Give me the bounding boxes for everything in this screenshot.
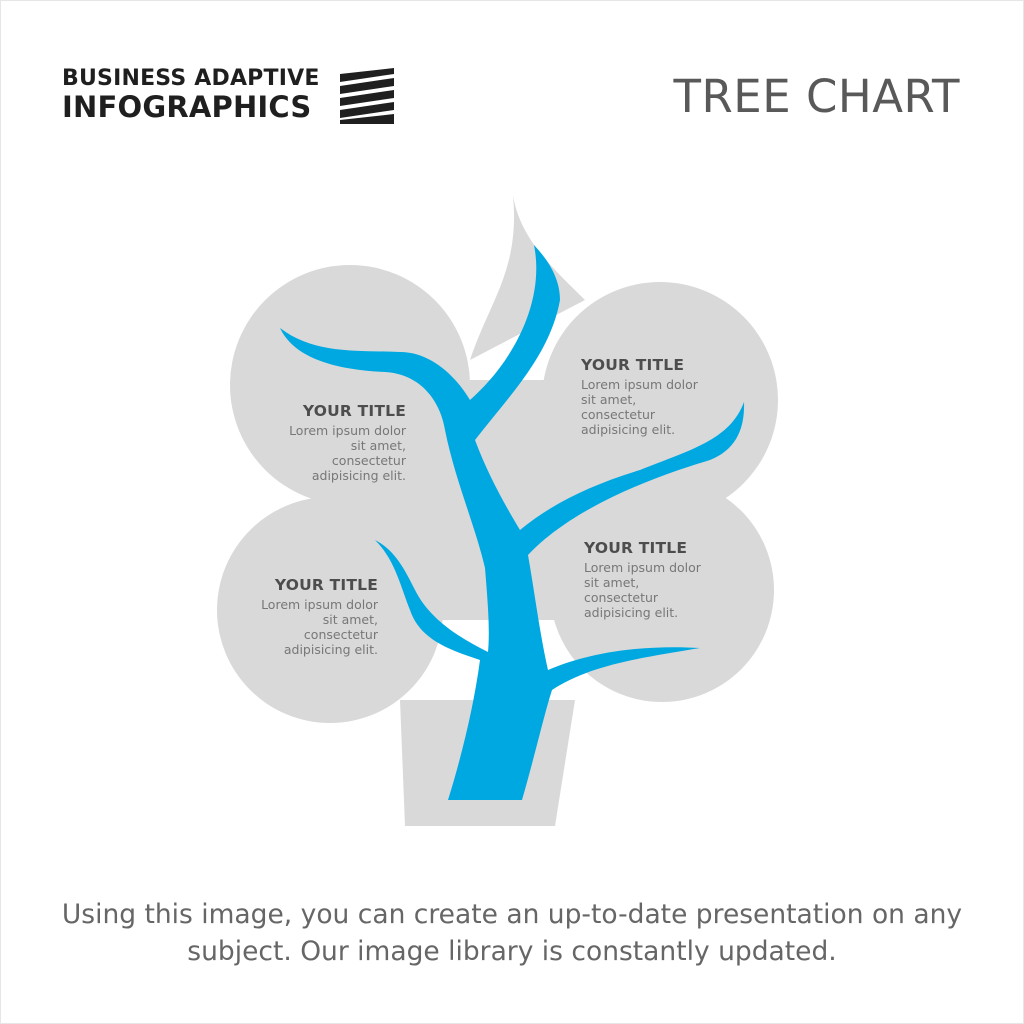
brand-line-2: INFOGRAPHICS xyxy=(62,90,312,124)
label-top-right: YOUR TITLE Lorem ipsum dolor sit amet, c… xyxy=(581,356,731,437)
brand-stripes-icon xyxy=(340,68,394,124)
label-top-left: YOUR TITLE Lorem ipsum dolor sit amet, c… xyxy=(256,402,406,483)
caption-text: Using this image, you can create an up-t… xyxy=(61,899,963,967)
label-body: Lorem ipsum dolor sit amet, consectetur … xyxy=(584,560,701,620)
page-title: TREE CHART xyxy=(673,70,960,123)
label-title: YOUR TITLE xyxy=(581,356,685,374)
label-body: Lorem ipsum dolor sit amet, consectetur … xyxy=(289,423,406,483)
label-body: Lorem ipsum dolor sit amet, consectetur … xyxy=(261,597,378,657)
brand-logo: BUSINESS ADAPTIVE INFOGRAPHICS xyxy=(62,66,402,128)
tree-trunk xyxy=(280,245,745,800)
label-title: YOUR TITLE xyxy=(274,576,378,594)
brand-line-1: BUSINESS ADAPTIVE xyxy=(62,66,320,91)
label-body: Lorem ipsum dolor sit amet, consectetur … xyxy=(581,377,698,437)
label-bottom-left: YOUR TITLE Lorem ipsum dolor sit amet, c… xyxy=(228,576,378,657)
label-title: YOUR TITLE xyxy=(302,402,406,420)
label-bottom-right: YOUR TITLE Lorem ipsum dolor sit amet, c… xyxy=(584,539,734,620)
label-title: YOUR TITLE xyxy=(584,539,688,557)
